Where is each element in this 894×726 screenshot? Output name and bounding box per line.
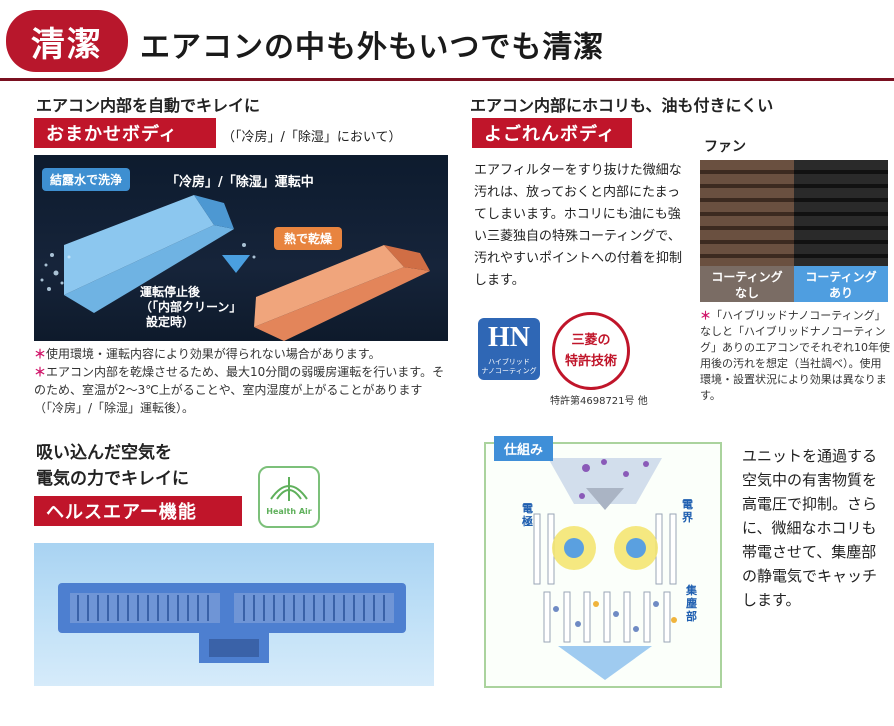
header-divider [0, 78, 894, 81]
collector-label: 集塵部 [686, 584, 697, 623]
health-air-subtitle-line-1: 吸い込んだ空気を [36, 443, 172, 463]
fan-title: ファン [704, 139, 746, 155]
health-air-description: ユニットを通過する空気中の有害物質を高電圧で抑制。さらに、微細なホコリも帯電させ… [742, 447, 878, 609]
diagram-tab: 仕組み [494, 436, 554, 461]
after-stop-line-1: 運転停止後 [140, 285, 201, 299]
after-stop-text: 運転停止後 （「内部クリーン」 設定時） [140, 285, 241, 330]
fan-without-caption-line-2: なし [734, 286, 759, 300]
fan-without-coating-image: コーティング なし [700, 160, 794, 302]
health-air-logo-text: Health Air [266, 507, 312, 516]
electrode-label: 電極 [522, 502, 533, 528]
dry-pill: 熱で乾燥 [274, 227, 343, 250]
after-stop-line-2: （「内部クリーン」 [140, 300, 242, 314]
dirt-resistant-description: エアフィルターをすり抜けた微細な汚れは、放っておくと内部にたまってしまいます。ホ… [474, 163, 683, 288]
fan-with-caption-line-1: コーティング [805, 270, 877, 284]
hn-logo-sub-1: ハイブリッド [488, 358, 530, 366]
dirt-resistant-subtitle: エアコン内部にホコリも、油も付きにくい [470, 96, 774, 115]
auto-clean-illustration: 結露水で洗浄 「冷房」/「除湿」運転中 熱で乾燥 運転停止後 （「内部クリーン」… [34, 155, 448, 341]
mechanism-drawing [533, 458, 677, 680]
note-text: 使用環境・運転内容により効果が得られない場合があります。 [46, 347, 381, 361]
patent-badge: 三菱の 特許技術 [552, 312, 630, 390]
down-arrow-icon [222, 255, 250, 273]
note-mark: ＊ [700, 309, 711, 322]
fan-without-caption-line-1: コーティング [711, 270, 783, 284]
wash-pill: 結露水で洗浄 [42, 168, 131, 191]
hn-logo-sub-2: ナノコーティング [481, 367, 537, 375]
auto-clean-note-1: ＊使用環境・運転内容により効果が得られない場合があります。 [34, 345, 450, 363]
fan-note-text: 「ハイブリッドナノコーティング」なしと「ハイブリッドナノコーティング」ありのエア… [700, 309, 890, 402]
health-air-logo: Health Air [258, 466, 320, 528]
operating-text: 「冷房」/「除湿」運転中 [166, 175, 314, 190]
health-air-leaf-icon [270, 477, 308, 501]
patent-number: 特許第4698721号 他 [550, 396, 648, 407]
health-air-subtitle: 吸い込んだ空気を 電気の力でキレイに [36, 440, 189, 492]
patent-badge-line-1: 三菱の [571, 333, 611, 348]
auto-clean-label-note: （「冷房」/「除湿」において） [222, 130, 402, 145]
fan-with-caption-line-2: あり [828, 286, 853, 300]
health-air-subtitle-line-2: 電気の力でキレイに [36, 469, 189, 489]
orange-heat-exchanger-illustration [254, 245, 430, 341]
auto-clean-note-2: ＊エアコン内部を乾燥させるため、最大10分間の弱暖房運転を行います。そのため、室… [34, 363, 450, 417]
section-badge: 清潔 [6, 10, 128, 72]
auto-clean-notes: ＊使用環境・運転内容により効果が得られない場合があります。 ＊エアコン内部を乾燥… [34, 345, 450, 417]
health-air-mechanism-diagram: 電極 電界 集塵部 [484, 442, 722, 688]
patent-badge-line-2: 特許技術 [564, 354, 617, 369]
note-mark: ＊ [34, 365, 47, 379]
fan-note: ＊「ハイブリッドナノコーティング」なしと「ハイブリッドナノコーティング」ありのエ… [700, 308, 890, 404]
page-title: エアコンの中も外もいつでも清潔 [140, 30, 605, 65]
filter-unit-drawing [58, 583, 406, 663]
dirt-resistant-label: よごれんボディ [472, 118, 632, 148]
auto-clean-label: おまかせボディ [34, 118, 216, 148]
after-stop-line-3: 設定時） [146, 315, 195, 329]
health-air-filter-illustration [34, 543, 434, 686]
auto-clean-subtitle: エアコン内部を自動でキレイに [36, 96, 261, 115]
note-mark: ＊ [34, 347, 47, 361]
health-air-label: ヘルスエアー機能 [34, 496, 242, 526]
fan-with-coating-image: コーティング あり [794, 160, 888, 302]
hn-logo-text: HN [488, 322, 530, 353]
fan-without-coating-caption: コーティング なし [700, 266, 794, 302]
hn-coating-logo: HN ハイブリッド ナノコーティング [478, 318, 540, 380]
note-text: エアコン内部を乾燥させるため、最大10分間の弱暖房運転を行います。そのため、室温… [34, 365, 445, 415]
fan-with-coating-caption: コーティング あり [794, 266, 888, 302]
blue-heat-exchanger-illustration [40, 195, 256, 313]
electric-field-label: 電界 [682, 498, 693, 524]
